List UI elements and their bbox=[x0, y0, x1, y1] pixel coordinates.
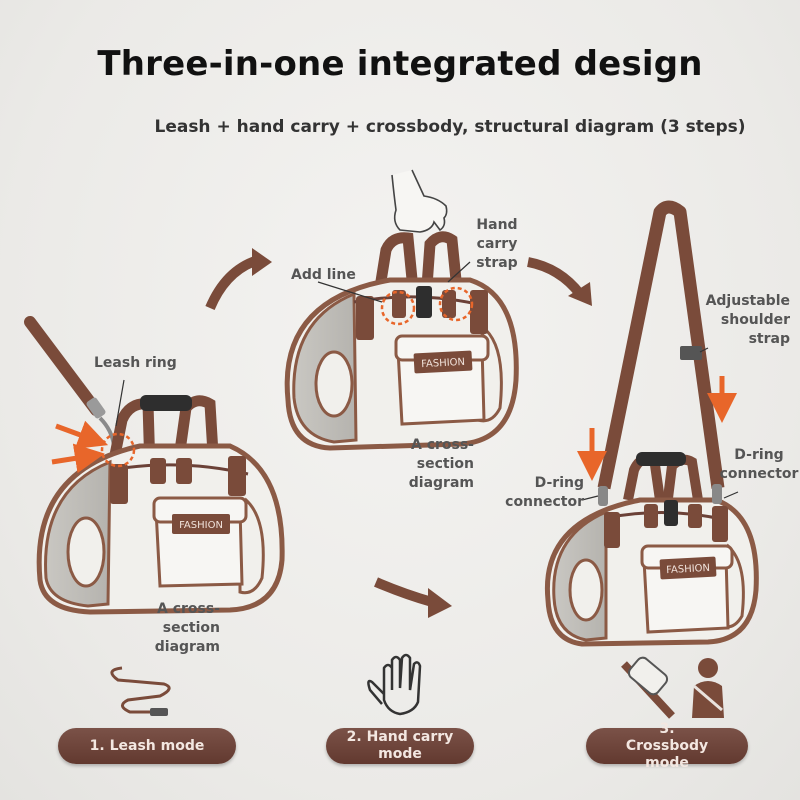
page-subtitle: Leash + hand carry + crossbody, structur… bbox=[154, 117, 746, 137]
mode-pill-crossbody: 3. Crossbody mode bbox=[586, 721, 748, 771]
label-adjustable-shoulder-strap: Adjustable shoulder strap bbox=[705, 293, 790, 347]
add-line-highlight-right bbox=[438, 286, 474, 322]
flow-arrow-3 bbox=[374, 577, 434, 607]
bag-leash-mode: FASHION bbox=[24, 316, 285, 615]
bag-crossbody-mode: FASHION bbox=[544, 200, 759, 647]
label-cross-section-1: A cross-section diagram bbox=[154, 601, 220, 655]
label-d-ring-right: D-ring connector bbox=[719, 447, 799, 482]
add-line-highlight-left bbox=[380, 290, 416, 326]
mode-pill-hand-carry: 2. Hand carry mode bbox=[326, 728, 474, 764]
label-hand-carry-strap: Hand carry strap bbox=[476, 217, 518, 271]
flow-arrow-2 bbox=[526, 257, 584, 298]
fashion-badge-1: FASHION bbox=[179, 520, 223, 531]
bag-hand-carry-mode: FASHION bbox=[284, 169, 519, 451]
label-leash-ring: Leash ring bbox=[94, 355, 177, 371]
flow-arrow-1 bbox=[205, 255, 260, 311]
hand-icon bbox=[367, 653, 422, 716]
fashion-badge-3: FASHION bbox=[666, 563, 710, 576]
label-cross-section-2: A cross-section diagram bbox=[408, 437, 474, 491]
shoulder-strap bbox=[597, 200, 725, 490]
label-add-line: Add line bbox=[291, 267, 356, 283]
hand-outline bbox=[391, 169, 448, 233]
fashion-badge-2: FASHION bbox=[421, 357, 465, 370]
crossbody-icon bbox=[621, 656, 724, 719]
leash-strap bbox=[24, 316, 102, 416]
mode-pill-leash: 1. Leash mode bbox=[58, 728, 236, 764]
page-title: Three-in-one integrated design bbox=[97, 44, 703, 84]
leash-icon bbox=[110, 666, 171, 716]
label-d-ring-left: D-ring connector bbox=[505, 475, 584, 510]
